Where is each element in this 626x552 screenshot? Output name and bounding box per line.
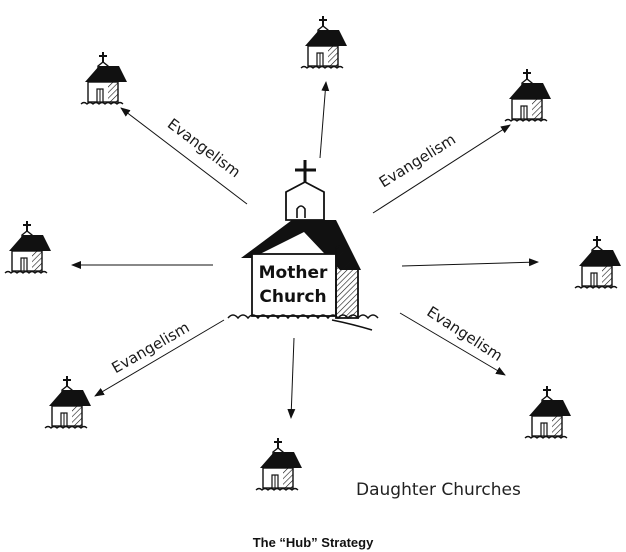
arrow-to-bottom-left xyxy=(94,319,225,397)
daughter-church-icon-right xyxy=(574,235,622,289)
edge-label-bottom-left: Evangelism xyxy=(109,318,193,377)
mother-church-label-line1: Mother xyxy=(259,263,328,283)
daughter-churches-label: Daughter Churches xyxy=(356,480,521,500)
arrow-to-top-left xyxy=(120,107,248,205)
arrow-to-bottom xyxy=(287,337,296,419)
figure-caption: The “Hub” Strategy xyxy=(252,535,374,550)
arrow-to-top-right xyxy=(372,124,511,214)
daughter-church-icon-top xyxy=(300,15,348,69)
mother-church-icon xyxy=(227,160,379,331)
mother-church-label-line2: Church xyxy=(259,287,326,307)
arrow-to-bottom-right xyxy=(399,312,506,376)
arrow-to-top xyxy=(319,81,330,159)
daughter-church-icon-left xyxy=(4,220,52,274)
daughter-church-icon-bottom-left xyxy=(44,375,92,429)
daughter-church-icon-top-right xyxy=(504,68,552,122)
daughter-church-icon-top-left xyxy=(80,51,128,105)
daughter-church-icon-bottom-right xyxy=(524,385,572,439)
edge-label-top-right: Evangelism xyxy=(376,130,459,191)
arrow-to-right xyxy=(401,258,539,267)
daughter-church-icon-bottom xyxy=(255,437,303,491)
